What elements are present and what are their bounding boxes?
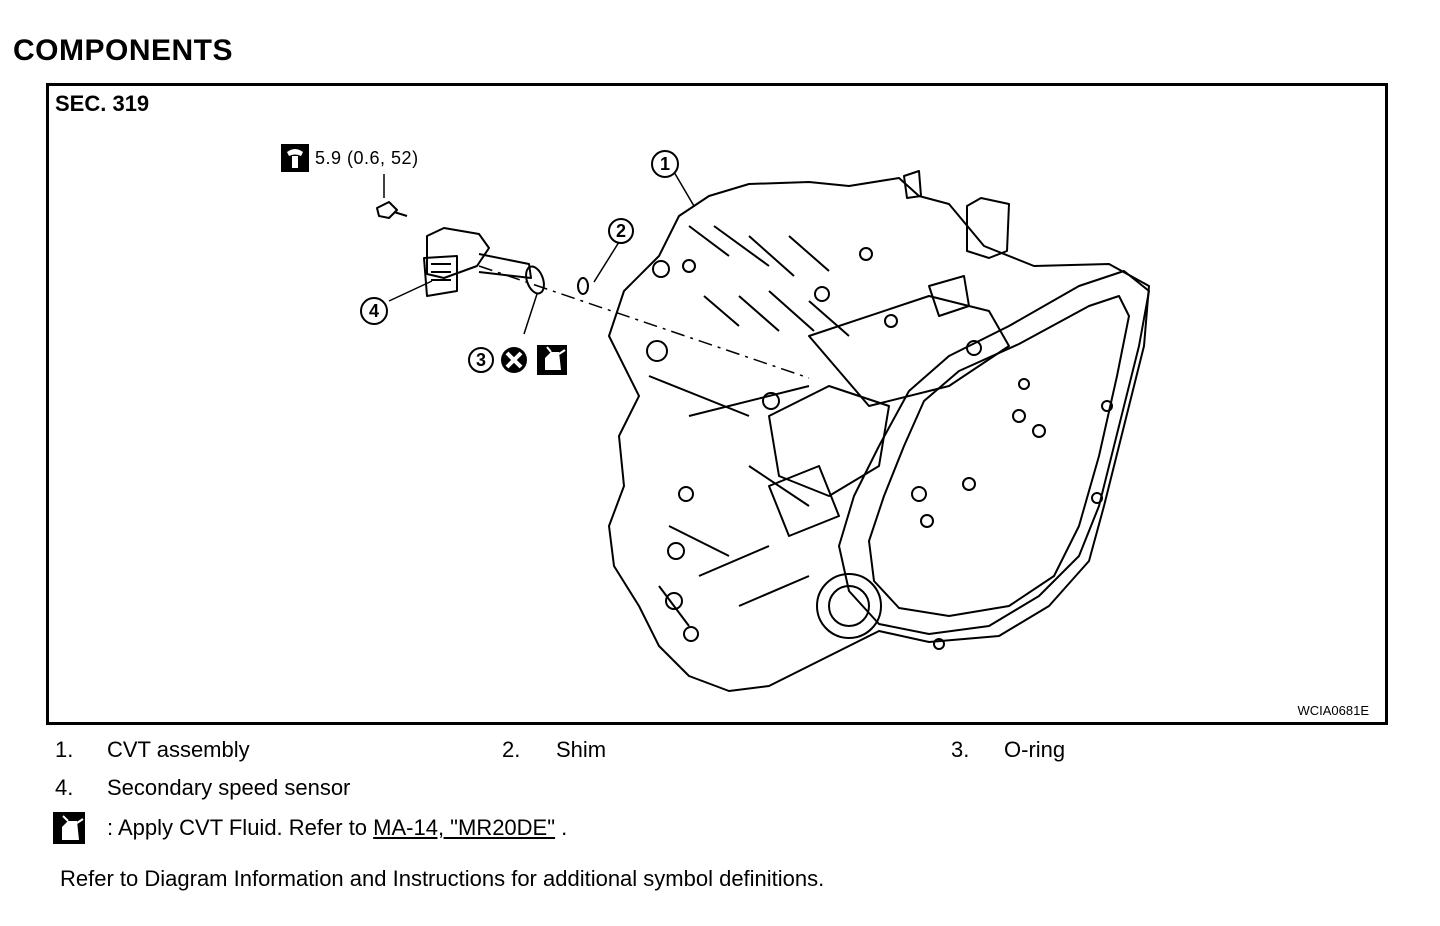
- legend-label: CVT assembly: [107, 737, 250, 762]
- callout-4-label: 4: [369, 301, 379, 321]
- valve-body-edge: [808, 295, 1010, 407]
- shim: [577, 277, 589, 295]
- install-center-line: [478, 265, 810, 379]
- flange-inner-edge: [868, 295, 1130, 617]
- leader-4: [388, 280, 433, 302]
- legend-row-1: 1. CVT assembly 2. Shim 3. O-ring: [0, 737, 1440, 767]
- cvt-housing-outline: [608, 177, 1150, 692]
- leader-1: [673, 171, 695, 207]
- callout-1-label: 1: [660, 154, 670, 174]
- legend-label: O-ring: [1004, 737, 1066, 762]
- side-shaft: [768, 465, 840, 537]
- leader-3: [523, 293, 538, 335]
- fluid-note: : Apply CVT Fluid. Refer to MA-14, "MR20…: [53, 812, 567, 844]
- apply-fluid-icon: [537, 345, 567, 375]
- callout-1: [651, 150, 679, 178]
- exploded-view-illustration: 1 2 3 4: [360, 150, 1150, 692]
- torque-spec: 5.9 (0.6, 52): [281, 144, 419, 172]
- housing-center-web: [768, 385, 890, 497]
- torque-wrench-icon: [281, 144, 309, 172]
- callout-2-label: 2: [616, 221, 626, 241]
- legend-num: 1.: [55, 737, 74, 762]
- callout-2: [608, 218, 634, 244]
- legend-label: Secondary speed sensor: [107, 775, 351, 800]
- housing-ribs: [648, 225, 850, 627]
- output-shaft-boss: [816, 573, 882, 639]
- reference-note: Refer to Diagram Information and Instruc…: [60, 866, 825, 891]
- callout-3: [468, 347, 494, 373]
- speed-sensor-stem: [478, 253, 532, 279]
- section-label: SEC. 319: [55, 91, 150, 116]
- legend-label: Shim: [556, 737, 607, 762]
- callout-4: [360, 297, 388, 325]
- page-title: COMPONENTS: [13, 34, 234, 67]
- ma-14-link[interactable]: MA-14, "MR20DE": [373, 815, 556, 840]
- converter-housing-flange: [838, 270, 1150, 635]
- legend-row-2: 4. Secondary speed sensor: [0, 775, 1440, 805]
- fluid-note-suffix: .: [555, 815, 568, 840]
- fluid-note-text: : Apply CVT Fluid. Refer to: [107, 815, 374, 840]
- legend-num: 2.: [502, 737, 521, 762]
- legend-num: 4.: [55, 775, 74, 800]
- leader-2: [593, 241, 620, 283]
- figure-code: WCIA0681E: [1297, 703, 1369, 718]
- callout-3-label: 3: [476, 350, 486, 370]
- components-diagram: 1 2 3 4 SEC. 319 5.9 (0.6, 52) WCIA0681E: [46, 83, 1388, 725]
- o-ring: [525, 265, 545, 295]
- legend-num: 3.: [951, 737, 970, 762]
- apply-fluid-icon: [53, 812, 85, 844]
- speed-sensor-body: [426, 227, 490, 279]
- bolt-bosses: [646, 247, 1113, 650]
- harness-connector: [966, 197, 1010, 259]
- torque-value: 5.9 (0.6, 52): [315, 147, 419, 168]
- do-not-reuse-icon: [501, 347, 527, 373]
- sensor-bolt: [376, 201, 408, 219]
